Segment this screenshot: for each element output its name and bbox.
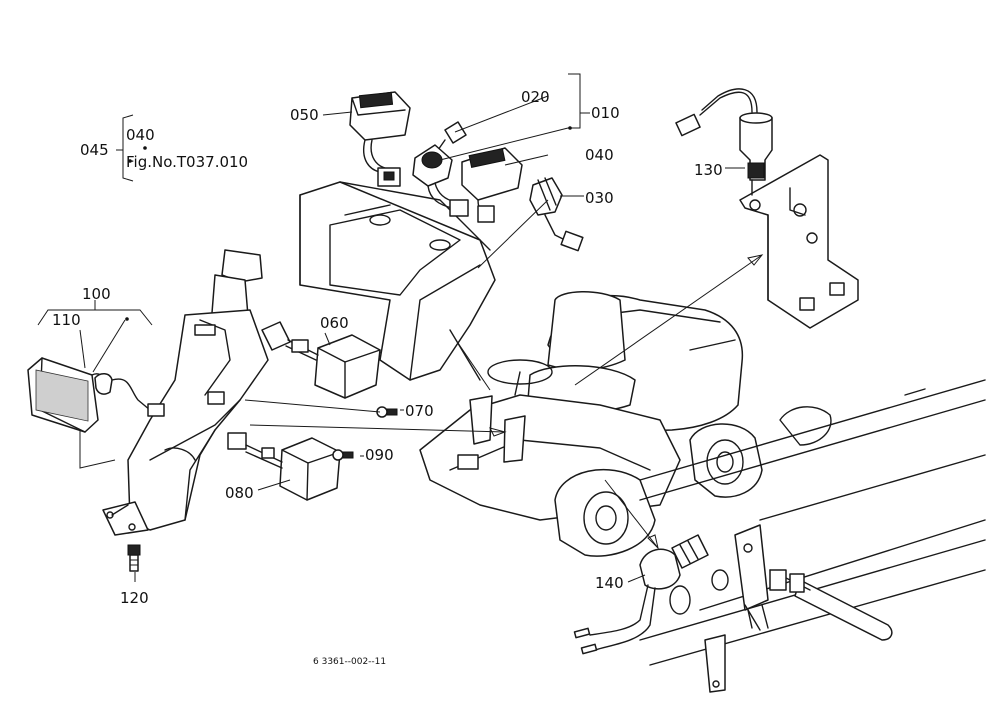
tractor-body bbox=[419, 291, 763, 557]
callout-140: 140 bbox=[595, 574, 624, 592]
callout-040: 040 bbox=[585, 146, 614, 164]
callout-100: 100 bbox=[82, 285, 111, 303]
callout-050: 050 bbox=[290, 106, 319, 124]
drawing-number: 6 3361--002--11 bbox=[313, 657, 386, 667]
part-070-bolt bbox=[376, 406, 398, 418]
callout-080: 080 bbox=[225, 484, 254, 502]
part-110-headlight bbox=[27, 357, 165, 433]
callout-070: 070 bbox=[405, 402, 434, 420]
steering-column-bracket bbox=[102, 249, 269, 536]
callout-090: 090 bbox=[365, 446, 394, 464]
callout-045: 045 bbox=[80, 141, 109, 159]
callout-030: 030 bbox=[585, 189, 614, 207]
reference-dots bbox=[125, 126, 572, 321]
part-120-bolt bbox=[127, 544, 141, 572]
callout-130: 130 bbox=[694, 161, 723, 179]
part-050-gauge bbox=[349, 91, 411, 187]
key-switch bbox=[412, 144, 469, 217]
callouts: 020 010 040 030 050 040 045 Fig.No.T037.… bbox=[52, 88, 723, 667]
callout-110: 110 bbox=[52, 311, 81, 329]
frame-rails bbox=[639, 379, 986, 693]
part-060-unit bbox=[261, 321, 381, 399]
fig-reference: Fig.No.T037.010 bbox=[126, 153, 248, 171]
callout-020: 020 bbox=[521, 88, 550, 106]
callout-120: 120 bbox=[120, 589, 149, 607]
part-020-key bbox=[437, 121, 467, 151]
part-090-bolt bbox=[332, 449, 354, 461]
part-140-sensor bbox=[573, 534, 709, 655]
meter-panel bbox=[299, 181, 496, 381]
part-030-connector bbox=[529, 177, 584, 252]
part-130-switch-bracket bbox=[675, 88, 859, 329]
part-040-gauge bbox=[461, 147, 523, 223]
callout-060: 060 bbox=[320, 314, 349, 332]
callout-010: 010 bbox=[591, 104, 620, 122]
leader-lines bbox=[79, 95, 764, 583]
callout-040-group: 040 bbox=[126, 126, 155, 144]
part-080-unit bbox=[227, 432, 341, 501]
grouping-brackets bbox=[37, 73, 590, 469]
